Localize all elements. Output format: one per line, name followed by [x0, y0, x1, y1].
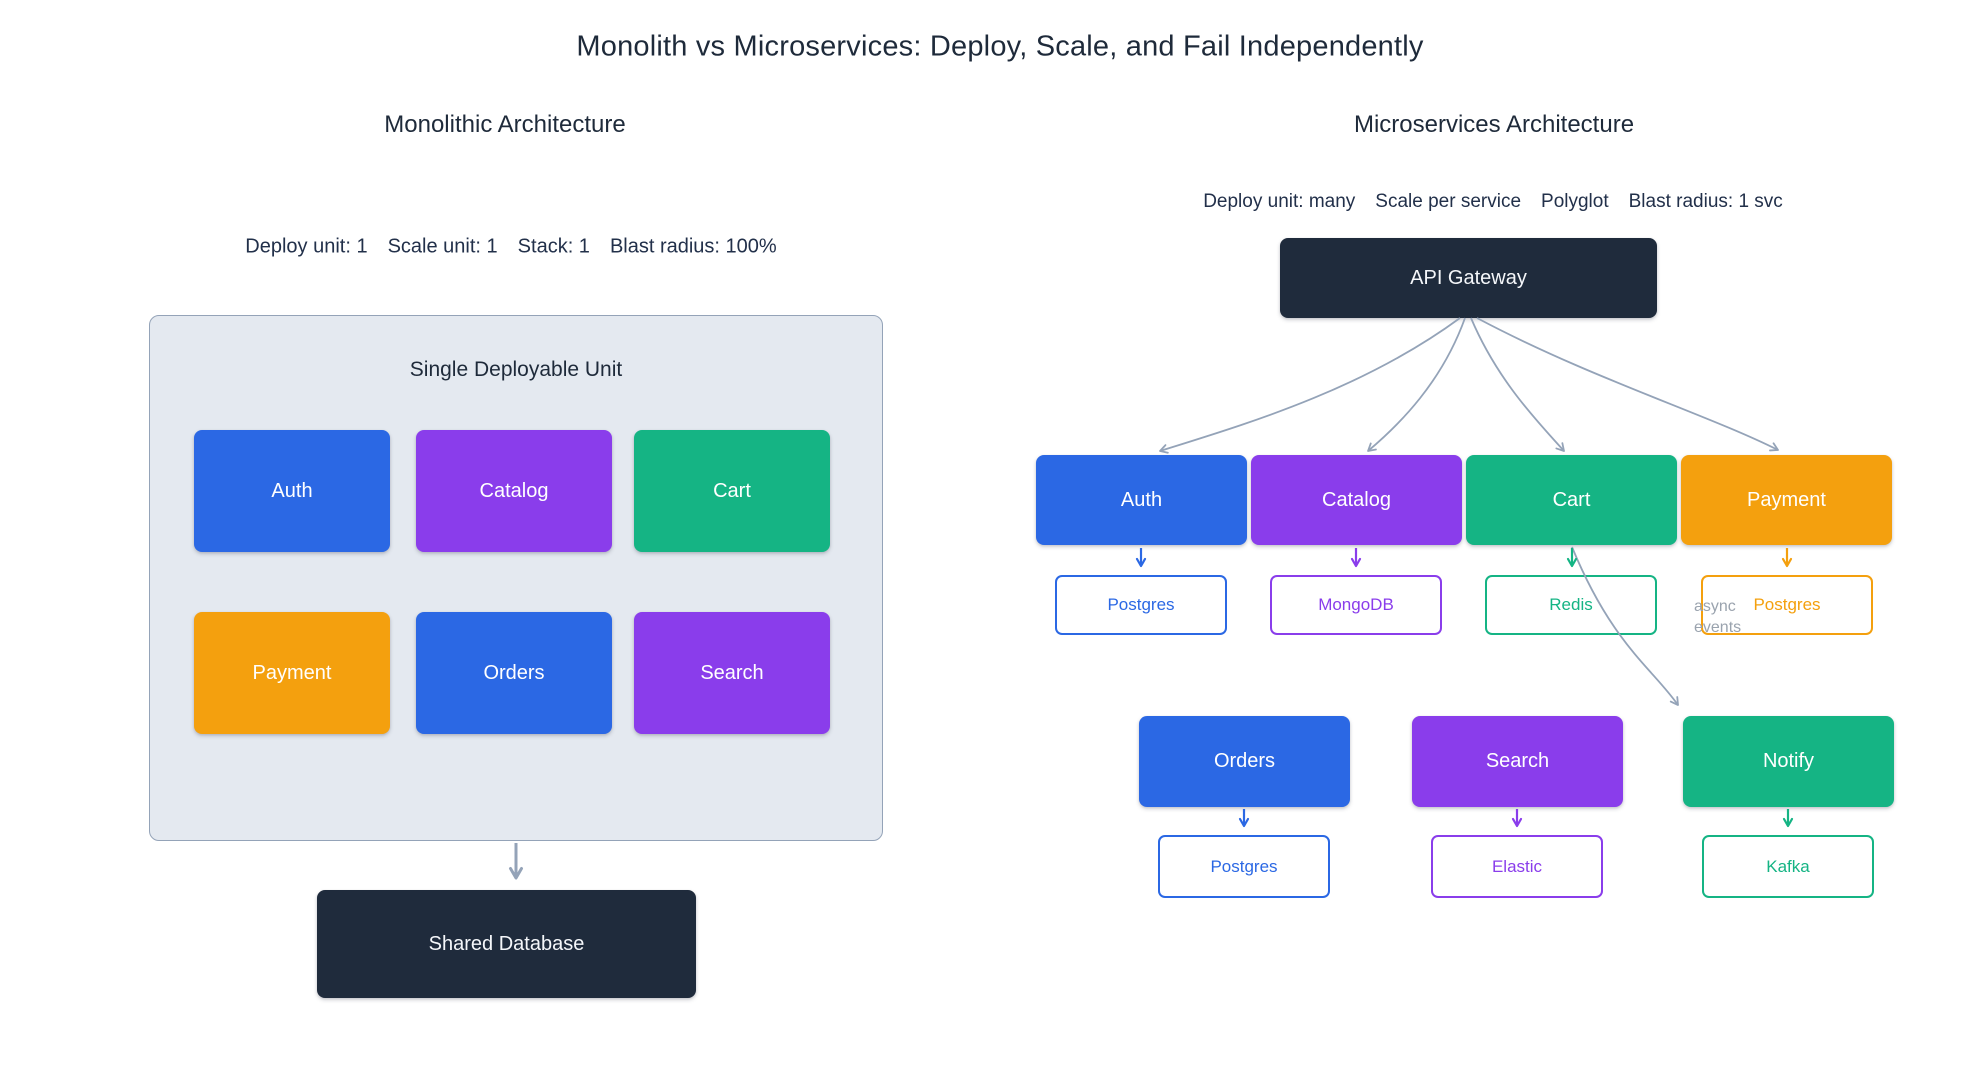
service-payment: Payment [1681, 455, 1892, 545]
db-catalog-mongodb: MongoDB [1270, 575, 1442, 635]
monolith-module-auth: Auth [194, 430, 390, 552]
microservices-section-header: Microservices Architecture [1353, 111, 1635, 138]
async-events-edge-label: async events [1694, 598, 1742, 636]
monolith-stat-scale: Scale unit: 1 [387, 235, 498, 258]
db-payment-postgres: Postgres [1701, 575, 1873, 635]
micro-stat-polyglot: Polyglot [1541, 191, 1609, 212]
service-auth: Auth [1036, 455, 1247, 545]
page-title: Monolith vs Microservices: Deploy, Scale… [576, 30, 1424, 63]
service-orders: Orders [1139, 716, 1350, 807]
micro-stat-blast: Blast radius: 1 svc [1628, 191, 1783, 212]
micro-stat-scale: Scale per service [1375, 191, 1522, 212]
service-search: Search [1412, 716, 1623, 807]
monolith-module-payment: Payment [194, 612, 390, 734]
db-search-elastic: Elastic [1431, 835, 1603, 898]
edge-gateway-to-auth [1159, 317, 1461, 454]
monolith-stat-blast: Blast radius: 100% [609, 235, 777, 258]
monolith-module-orders: Orders [416, 612, 612, 734]
edge-gateway-to-cart [1470, 317, 1565, 452]
monolith-section-header: Monolithic Architecture [384, 111, 626, 138]
shared-database-box: Shared Database [317, 890, 696, 998]
db-auth-postgres: Postgres [1055, 575, 1227, 635]
db-cart-redis: Redis [1485, 575, 1657, 635]
micro-stat-deploy: Deploy unit: many [1203, 191, 1356, 212]
monolith-stat-stack: Stack: 1 [517, 235, 590, 258]
monolith-stats: Deploy unit: 1 Scale unit: 1 Stack: 1 Bl… [245, 236, 776, 259]
service-catalog: Catalog [1251, 455, 1462, 545]
service-notify: Notify [1683, 716, 1894, 807]
db-orders-postgres: Postgres [1158, 835, 1330, 898]
monolith-module-search: Search [634, 612, 830, 734]
db-notify-kafka: Kafka [1702, 835, 1874, 898]
edge-gateway-to-catalog [1367, 317, 1466, 452]
monolith-module-catalog: Catalog [416, 430, 612, 552]
microservices-stats: Deploy unit: many Scale per service Poly… [1203, 191, 1783, 213]
edge-gateway-to-payment [1476, 317, 1779, 452]
api-gateway-box: API Gateway [1280, 238, 1657, 318]
single-deployable-unit-container: Single Deployable Unit [149, 315, 883, 841]
service-cart: Cart [1466, 455, 1677, 545]
single-deployable-unit-title: Single Deployable Unit [409, 358, 623, 381]
monolith-stat-deploy: Deploy unit: 1 [245, 235, 368, 258]
monolith-module-cart: Cart [634, 430, 830, 552]
